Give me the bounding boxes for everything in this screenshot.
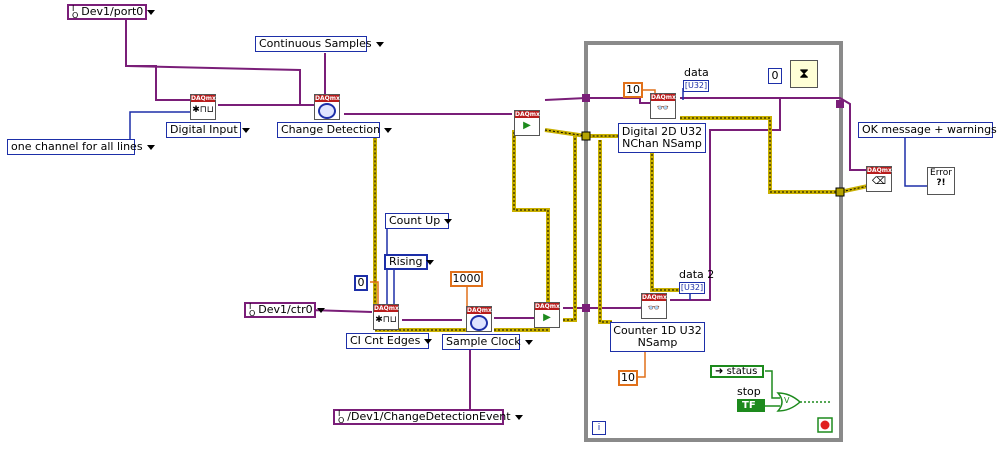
dropdown-arrow-icon[interactable] — [146, 144, 155, 150]
dropdown-arrow-icon[interactable] — [384, 127, 393, 133]
or-gate-label: V — [784, 396, 790, 405]
create-counter-channel-vi-icon[interactable]: DAQmx ✱⊓⊔ — [373, 304, 399, 330]
dropdown-arrow-icon[interactable] — [424, 338, 433, 344]
terminal-arrow-icon: ▸ — [742, 409, 748, 420]
read-counter-polymorphic-selector[interactable]: Counter 1D U32 NSamp — [610, 322, 705, 352]
stop-button-terminal[interactable]: TF ▸ — [737, 399, 765, 420]
line-grouping-enum[interactable]: one channel for all lines — [7, 139, 155, 155]
stop-terminal-icon[interactable] — [817, 417, 833, 433]
sample-mode-enum[interactable]: Continuous Samples — [255, 36, 384, 52]
constant-wires — [129, 88, 927, 378]
wait-constant[interactable]: 0 — [768, 68, 782, 84]
count-direction-enum[interactable]: Count Up — [385, 213, 453, 229]
loop-iteration-terminal: i — [592, 421, 606, 435]
glasses-icon: 👓 — [647, 303, 661, 314]
dropdown-arrow-icon[interactable] — [316, 307, 325, 313]
read-digital-polymorphic-selector[interactable]: Digital 2D U32 NChan NSamp — [618, 123, 706, 153]
boolean-wires — [765, 370, 830, 407]
question-mark-icon: ?! — [936, 178, 946, 188]
task-tunnel-right — [836, 100, 844, 108]
timing-vi-icon[interactable]: DAQmx — [314, 94, 340, 120]
stop-button-label: stop — [737, 385, 761, 398]
error-tunnel-left — [581, 131, 591, 141]
start-task-vi-icon[interactable]: DAQmx ▶ — [514, 110, 540, 136]
status-unbundle[interactable]: ➜ status — [710, 365, 764, 378]
task-tunnel-left — [582, 94, 590, 102]
data2-indicator-label: data 2 — [679, 268, 715, 281]
or-gate-icon — [776, 392, 802, 412]
counter-samples-to-read-constant[interactable]: 10 — [618, 370, 638, 386]
ci-cnt-edges-polymorphic-selector[interactable]: CI Cnt Edges — [346, 333, 433, 349]
counter-task-tunnel-left — [582, 304, 590, 312]
samples-per-channel-constant[interactable]: 1000 — [450, 271, 483, 287]
eraser-icon: ⌫ — [871, 176, 887, 187]
glasses-icon: 👓 — [656, 103, 670, 114]
dropdown-arrow-icon[interactable] — [147, 9, 156, 15]
dropdown-arrow-icon[interactable] — [241, 127, 250, 133]
edge-enum[interactable]: Rising — [384, 254, 435, 270]
error-tunnel-right — [835, 187, 845, 197]
dropdown-arrow-icon[interactable] — [426, 259, 435, 265]
dropdown-arrow-icon[interactable] — [524, 339, 533, 345]
unbundle-arrow-icon: ➜ — [715, 366, 724, 377]
counter-timing-vi-icon[interactable]: DAQmx — [466, 306, 492, 332]
clock-icon — [470, 314, 488, 331]
dropdown-arrow-icon[interactable] — [514, 414, 523, 420]
clear-task-vi-icon[interactable]: DAQmx ⌫ — [866, 166, 892, 192]
metronome-wait-icon[interactable]: ⧗ — [790, 60, 818, 88]
create-channel-vi-icon[interactable]: DAQmx ✱⊓⊔ — [190, 94, 216, 120]
initial-count-constant[interactable]: 0 — [354, 275, 368, 291]
play-icon: ▶ — [543, 312, 551, 323]
handler-mode-enum[interactable]: OK message + warnings — [858, 122, 997, 138]
dropdown-arrow-icon[interactable] — [375, 41, 384, 47]
samples-to-read-constant[interactable]: 10 — [623, 82, 643, 98]
change-detection-polymorphic-selector[interactable]: Change Detection — [277, 122, 393, 138]
read-counter-vi-icon[interactable]: DAQmx 👓 — [641, 293, 667, 319]
data2-array-indicator[interactable]: [U32] — [679, 282, 705, 294]
task-wires — [125, 20, 868, 410]
read-digital-vi-icon[interactable]: DAQmx 👓 — [650, 93, 676, 119]
simple-error-handler-icon[interactable]: Error?! — [927, 167, 955, 195]
while-loop-frame[interactable] — [584, 41, 843, 442]
data-indicator-label: data — [684, 66, 709, 79]
start-counter-task-vi-icon[interactable]: DAQmx ▶ — [534, 302, 560, 328]
play-icon: ▶ — [523, 120, 531, 131]
sample-clock-polymorphic-selector[interactable]: Sample Clock — [442, 334, 533, 350]
data-array-indicator[interactable]: [U32] — [683, 80, 709, 92]
clock-icon — [318, 102, 336, 119]
digital-input-polymorphic-selector[interactable]: Digital Input — [166, 122, 250, 138]
dropdown-arrow-icon[interactable] — [444, 218, 453, 224]
